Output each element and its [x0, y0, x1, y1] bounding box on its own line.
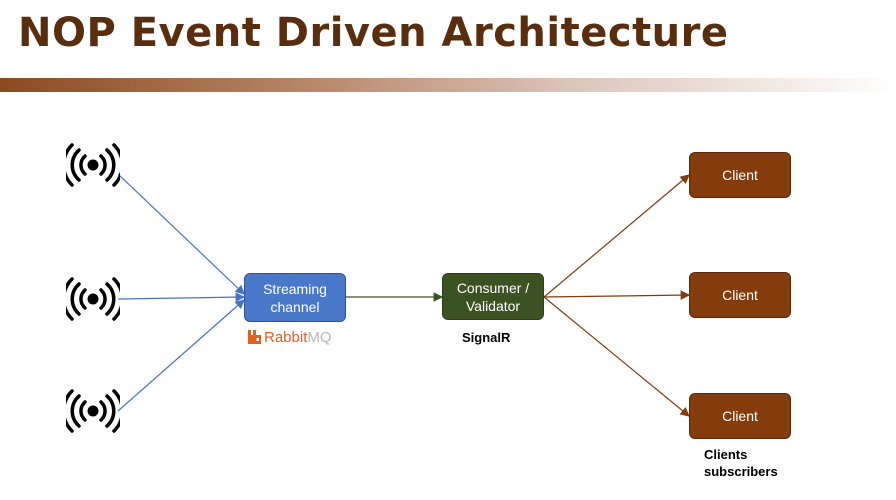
page-title: NOP Event Driven Architecture: [18, 10, 729, 56]
broadcast-signal-icon: [66, 277, 120, 321]
link-sensor-2-to-stream: [117, 292, 246, 302]
client-node: Client: [689, 393, 791, 439]
client-label: Client: [722, 287, 758, 303]
consumer-validator-label: Consumer / Validator: [456, 279, 530, 314]
signalr-caption: SignalR: [462, 330, 511, 345]
broadcast-signal-icon: [66, 389, 120, 433]
link-sensor-1-to-stream: [117, 173, 245, 295]
clients-subscribers-caption: Clients subscribers: [704, 447, 778, 479]
link-consumer-to-client-3: [543, 296, 690, 417]
rabbitmq-icon: [248, 330, 261, 344]
broadcast-signal-icon: [66, 143, 120, 187]
link-consumer-to-client-2: [543, 290, 691, 300]
link-sensor-3-to-stream: [117, 299, 245, 412]
link-consumer-to-client-1: [543, 174, 690, 298]
streaming-channel-node: Streaming channel: [244, 273, 346, 322]
consumer-validator-node: Consumer / Validator: [442, 273, 544, 320]
streaming-channel-label: Streaming channel: [263, 280, 327, 315]
client-node: Client: [689, 272, 791, 318]
client-node: Client: [689, 152, 791, 198]
title-divider: [0, 78, 896, 92]
rabbitmq-logo-rabbit: Rabbit: [264, 328, 308, 346]
client-label: Client: [722, 167, 758, 183]
rabbitmq-logo-mq: MQ: [307, 328, 332, 346]
client-label: Client: [722, 408, 758, 424]
